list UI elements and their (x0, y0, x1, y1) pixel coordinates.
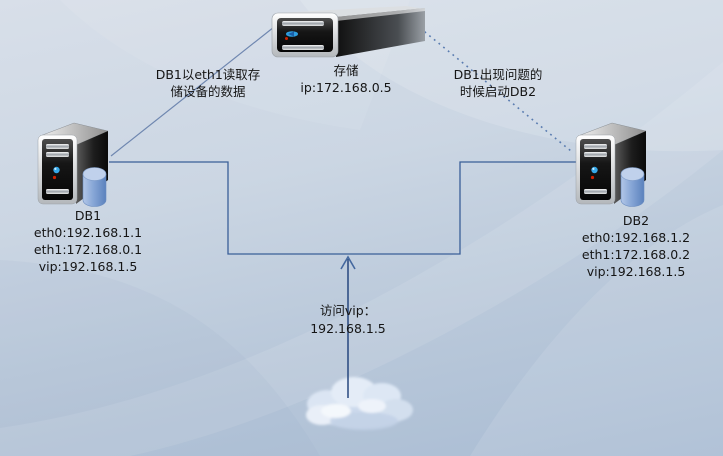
db1-node[interactable] (36, 118, 114, 210)
edge-db1-storage-line[interactable] (110, 26, 275, 157)
storage-ip: ip:172.168.0.5 (300, 80, 392, 95)
annotation-line: 192.168.1.5 (310, 321, 386, 336)
annotation-line: DB1以eth1读取存 (155, 67, 261, 82)
storage-label-block[interactable]: 存储 ip:172.168.0.5 (280, 62, 412, 96)
db2-vip: vip:192.168.1.5 (586, 264, 686, 279)
edge-db1-db2-orthogonal-line[interactable] (109, 161, 576, 255)
db2-name: DB2 (622, 213, 650, 228)
db2-node[interactable] (574, 118, 652, 210)
db1-name: DB1 (74, 208, 102, 223)
annotation-line: DB1出现问题的 (453, 67, 543, 82)
annotation-line: 储设备的数据 (170, 84, 246, 99)
db1-label-block[interactable]: DB1 eth0:192.168.1.1 eth1:172.168.0.1 vi… (20, 207, 156, 275)
storage-node[interactable] (268, 5, 428, 63)
db1-eth0: eth0:192.168.1.1 (33, 225, 143, 240)
server-tower-database-icon (576, 123, 646, 207)
annotation-vip-access[interactable]: 访问vip： 192.168.1.5 (283, 302, 413, 338)
db1-eth1: eth1:172.168.0.1 (33, 242, 143, 257)
annotation-db1-reads-storage[interactable]: DB1以eth1读取存 储设备的数据 (140, 66, 276, 100)
annotation-failover[interactable]: DB1出现问题的 时候启动DB2 (428, 66, 568, 100)
storage-array-icon (272, 6, 425, 57)
annotation-line: 时候启动DB2 (459, 84, 537, 99)
annotation-line: 访问vip： (319, 303, 377, 318)
db2-label-block[interactable]: DB2 eth0:192.168.1.2 eth1:172.168.0.2 vi… (568, 212, 704, 280)
storage-name: 存储 (333, 63, 359, 78)
db2-eth0: eth0:192.168.1.2 (581, 230, 691, 245)
db1-vip: vip:192.168.1.5 (38, 259, 138, 274)
server-tower-database-icon (38, 123, 108, 207)
edge-storage-db2-dotted-line[interactable] (419, 27, 572, 152)
arrowhead-up-icon (340, 255, 356, 270)
db2-eth1: eth1:172.168.0.2 (581, 247, 691, 262)
